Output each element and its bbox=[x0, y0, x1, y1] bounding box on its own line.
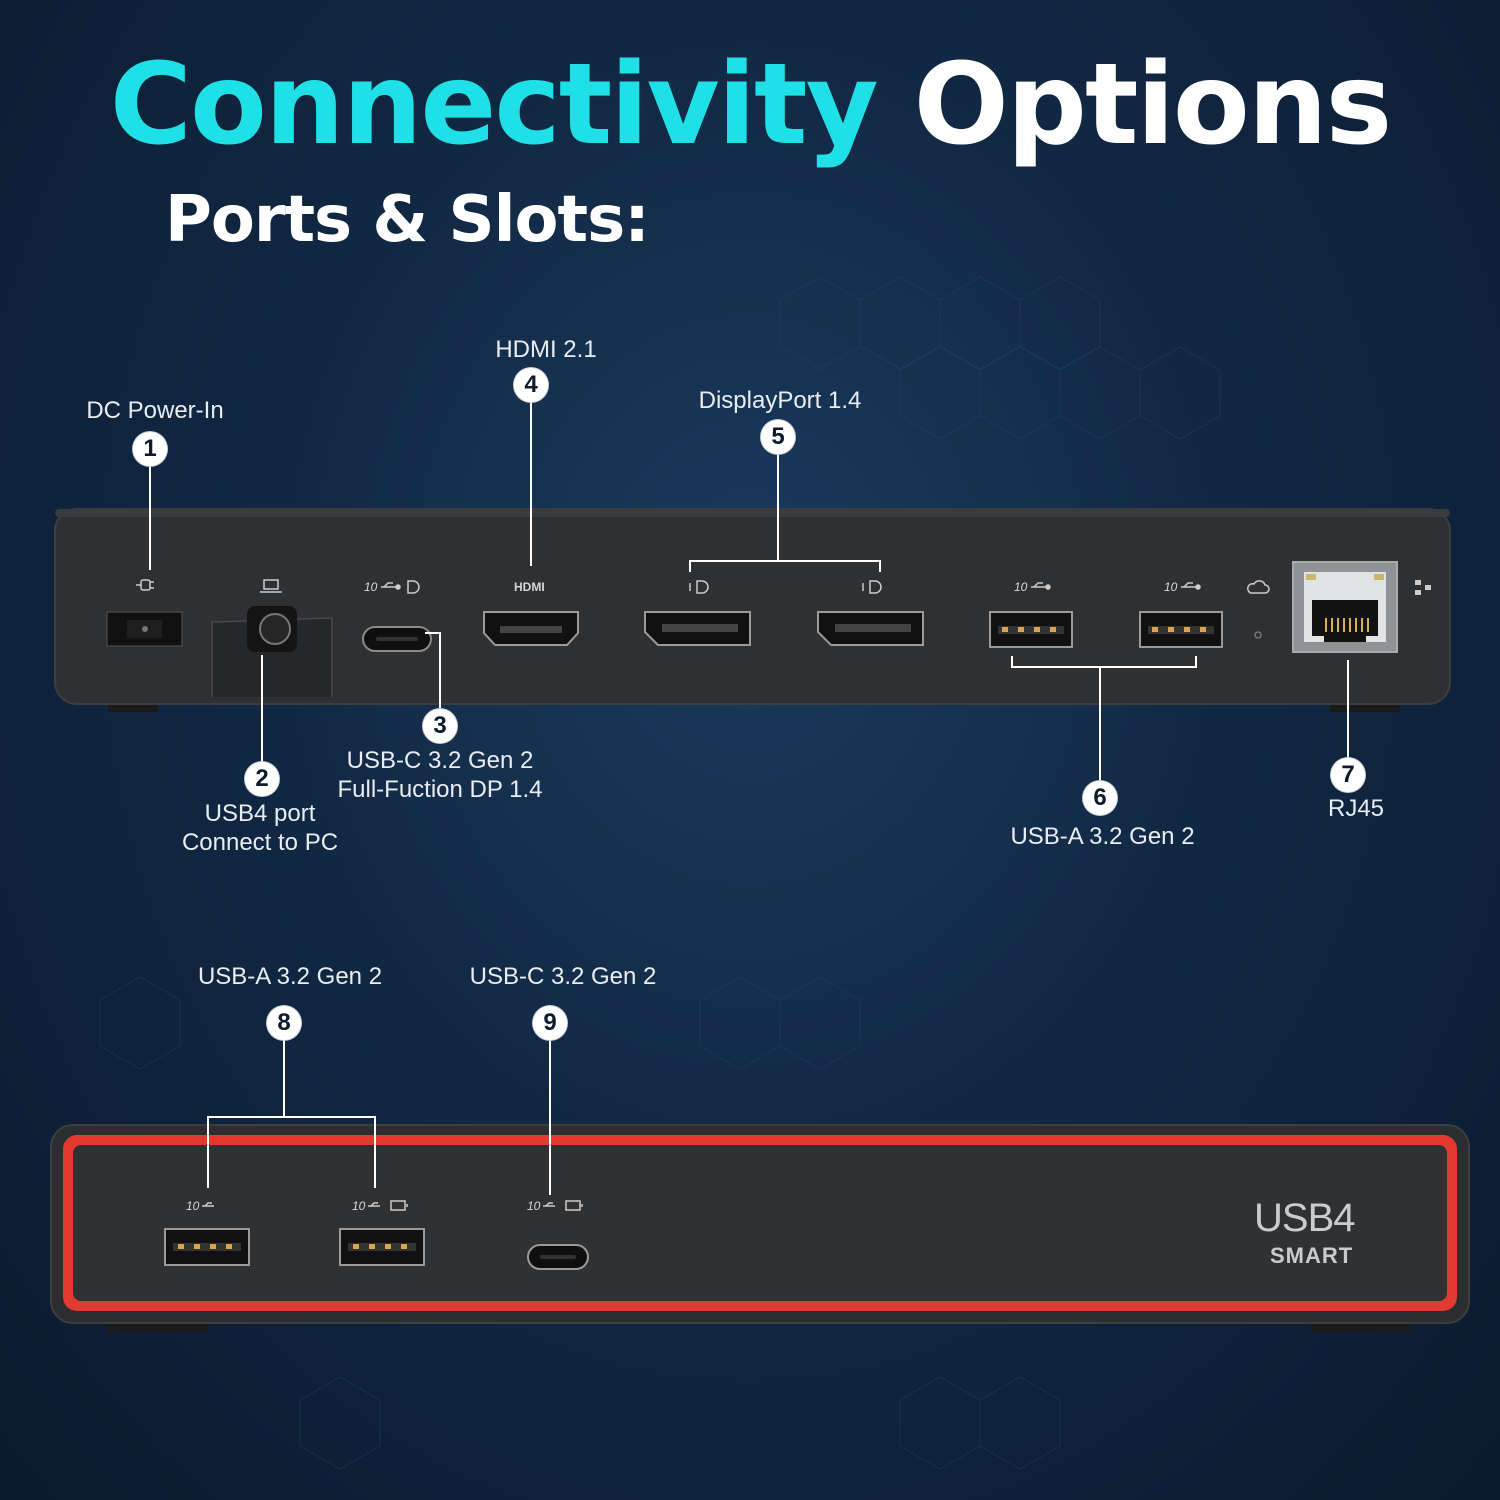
cloud-icon bbox=[1247, 580, 1270, 594]
hex-pattern bbox=[99, 276, 1221, 1470]
callout-label-6: USB-A 3.2 Gen 2 bbox=[1010, 823, 1195, 850]
power-plug-icon bbox=[136, 579, 154, 591]
usb-a-port-front-1 bbox=[164, 1228, 250, 1266]
laptop-icon bbox=[260, 579, 282, 593]
callout-label-9: USB-C 3.2 Gen 2 bbox=[469, 963, 657, 990]
speed-mark-6b: 10 bbox=[1164, 580, 1178, 594]
speed-mark-6a: 10 bbox=[1014, 580, 1028, 594]
title-rest: Options bbox=[913, 40, 1393, 170]
callout-number-3: 3 bbox=[423, 709, 457, 743]
callout-label-3b: Full-Fuction DP 1.4 bbox=[337, 776, 543, 803]
usb-a-port-rear-1 bbox=[989, 611, 1073, 648]
status-led bbox=[1254, 631, 1262, 639]
battery-icon bbox=[390, 1200, 583, 1211]
callout-number-5: 5 bbox=[761, 420, 795, 454]
device-brand: USB4 bbox=[1254, 1196, 1355, 1240]
callout-number-7: 7 bbox=[1331, 758, 1365, 792]
page-title: Connectivity Options bbox=[0, 40, 1500, 170]
callout-number-6: 6 bbox=[1083, 781, 1117, 815]
usb-a-port-front-2 bbox=[339, 1228, 425, 1266]
callout-number-8: 8 bbox=[267, 1006, 301, 1040]
usb-c-port bbox=[362, 626, 432, 652]
dc-power-port bbox=[106, 611, 183, 647]
page-subtitle: Ports & Slots: bbox=[165, 183, 650, 257]
usb-a-port-rear-2 bbox=[1139, 611, 1223, 648]
displayport-icon bbox=[407, 580, 420, 594]
callout-label-2b: Connect to PC bbox=[181, 829, 339, 856]
speed-mark-3: 10 bbox=[364, 580, 378, 594]
callout-lines-rear bbox=[149, 402, 1349, 781]
callout-number-2: 2 bbox=[245, 762, 279, 796]
callout-label-2a: USB4 port bbox=[204, 800, 316, 827]
displayport-icon bbox=[689, 580, 882, 594]
usb-icon bbox=[1031, 582, 1201, 590]
callout-number-4: 4 bbox=[514, 368, 548, 402]
callout-label-3a: USB-C 3.2 Gen 2 bbox=[346, 747, 534, 774]
callout-label-8: USB-A 3.2 Gen 2 bbox=[197, 963, 383, 990]
displayport-port-1 bbox=[644, 611, 751, 646]
device-model: SMART bbox=[1270, 1243, 1354, 1268]
speed-mark-8a: 10 bbox=[186, 1199, 200, 1213]
hdmi-port bbox=[483, 611, 579, 646]
title-accent: Connectivity bbox=[109, 40, 879, 170]
callout-lines-front bbox=[207, 1040, 551, 1195]
displayport-port-2 bbox=[817, 611, 924, 646]
speed-mark-9: 10 bbox=[527, 1199, 541, 1213]
speed-mark-8b: 10 bbox=[352, 1199, 366, 1213]
usb-icon bbox=[202, 1202, 555, 1207]
callout-number-9: 9 bbox=[533, 1006, 567, 1040]
callout-label-4: HDMI 2.1 bbox=[495, 336, 597, 363]
callout-label-5: DisplayPort 1.4 bbox=[698, 387, 862, 414]
dock-rear-panel bbox=[54, 508, 1451, 712]
usb-c-port-front bbox=[527, 1244, 589, 1270]
usb4-port bbox=[211, 606, 333, 697]
network-icon bbox=[1415, 580, 1431, 595]
dock-front-panel bbox=[50, 1124, 1470, 1332]
callout-number-1: 1 bbox=[133, 432, 167, 466]
callout-label-1: DC Power-In bbox=[86, 397, 224, 424]
usb-icon bbox=[381, 582, 401, 590]
callout-label-7: RJ45 bbox=[1327, 795, 1385, 822]
hdmi-mark: HDMI bbox=[514, 580, 545, 594]
rj45-port bbox=[1292, 561, 1398, 653]
